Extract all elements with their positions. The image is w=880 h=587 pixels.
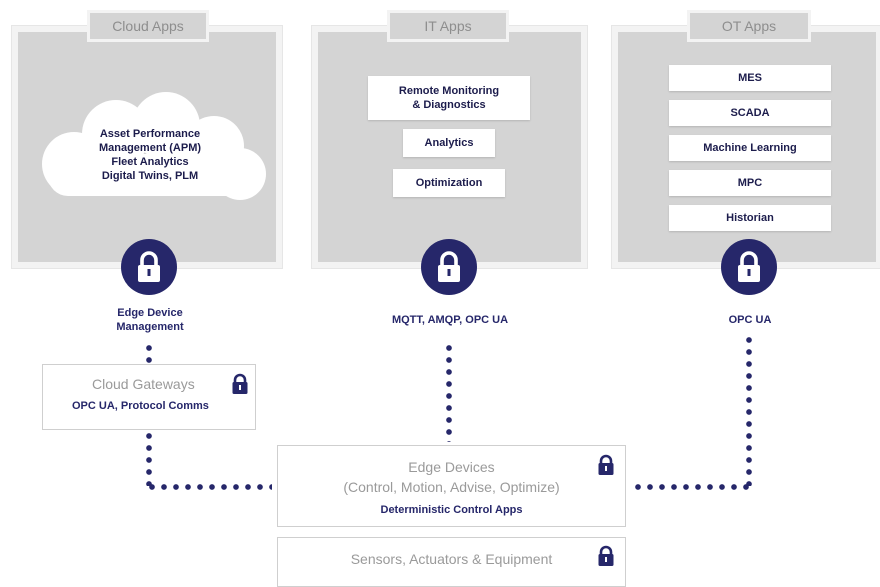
cloud-apps-tab: Cloud Apps xyxy=(87,10,209,42)
connector-ot-to-edge xyxy=(632,484,750,490)
connector-gateway-down xyxy=(146,430,152,486)
ot-app-machine-learning: Machine Learning xyxy=(669,135,831,161)
ot-lock-icon xyxy=(721,239,777,295)
it-app-optimization: Optimization xyxy=(393,169,505,197)
cloud-gateways-box xyxy=(42,364,256,430)
ot-app-mpc: MPC xyxy=(669,170,831,196)
edge-devices-title: Edge Devices xyxy=(408,459,495,475)
it-protocols-label: MQTT, AMQP, OPC UA xyxy=(391,314,509,326)
cloud-apps-text: Asset Performance Management (APM) Fleet… xyxy=(98,128,202,182)
ot-app-scada: SCADA xyxy=(669,100,831,126)
ot-protocols-label: OPC UA xyxy=(728,314,772,326)
connector-ot-down xyxy=(746,334,752,486)
it-app-analytics: Analytics xyxy=(403,129,495,157)
ot-app-mes: MES xyxy=(669,65,831,91)
ot-apps-tab: OT Apps xyxy=(687,10,811,42)
cloud-gateways-title: Cloud Gateways xyxy=(92,376,195,392)
sensors-title: Sensors, Actuators & Equipment xyxy=(350,551,553,567)
edge-devices-detail: Deterministic Control Apps xyxy=(380,504,523,516)
it-lock-icon xyxy=(421,239,477,295)
it-app-remote-monitoring: Remote Monitoring & Diagnostics xyxy=(368,76,530,120)
edge-devices-box xyxy=(277,445,626,527)
cloud-gateways-subtitle: OPC UA, Protocol Comms xyxy=(72,400,209,412)
it-apps-tab: IT Apps xyxy=(387,10,509,42)
edge-devices-lock-icon xyxy=(598,454,614,475)
connector-it-to-edge xyxy=(446,342,452,442)
connector-cloud-to-gateway xyxy=(146,342,152,364)
edge-device-management-label: Edge Device Management xyxy=(116,307,184,333)
cloud-lock-icon xyxy=(121,239,177,295)
ot-app-historian: Historian xyxy=(669,205,831,231)
sensors-box xyxy=(277,537,626,587)
cloud-shape xyxy=(42,92,266,200)
edge-devices-subtitle: (Control, Motion, Advise, Optimize) xyxy=(343,479,560,495)
connector-gateway-to-edge xyxy=(146,484,272,490)
sensors-lock-icon xyxy=(598,545,614,566)
cloud-gateways-lock-icon xyxy=(232,373,248,394)
